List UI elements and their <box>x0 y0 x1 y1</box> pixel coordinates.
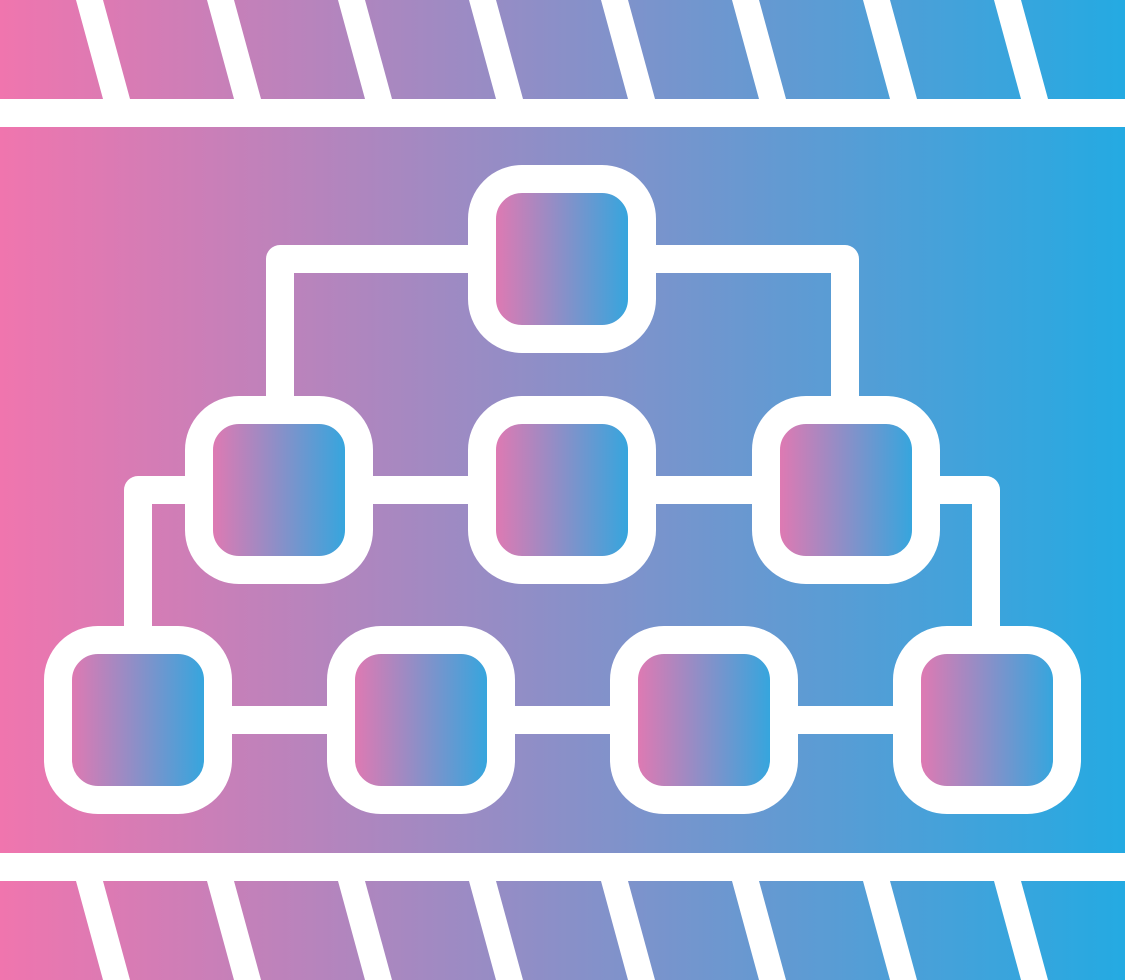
node-bottom-1 <box>44 626 232 814</box>
bottom-slat <box>338 881 392 980</box>
bottom-slat <box>601 881 655 980</box>
top-diagonal-slats <box>76 0 1048 99</box>
top-slat <box>76 0 130 99</box>
top-slat <box>732 0 786 99</box>
top-slat <box>863 0 917 99</box>
bottom-slat <box>469 881 523 980</box>
node-bottom-3 <box>610 626 798 814</box>
connector-top-right <box>642 245 859 410</box>
node-mid-center <box>468 396 656 584</box>
top-slat <box>601 0 655 99</box>
node-mid-right <box>752 396 940 584</box>
top-slat <box>469 0 523 99</box>
top-slat <box>207 0 261 99</box>
bottom-slat <box>863 881 917 980</box>
bottom-slat <box>207 881 261 980</box>
connector-mid-left-down <box>124 476 199 640</box>
node-mid-left <box>185 396 373 584</box>
node-bottom-4 <box>893 626 1081 814</box>
top-slat <box>994 0 1048 99</box>
node-bottom-2 <box>327 626 515 814</box>
nodes <box>44 165 1081 814</box>
bottom-strip-bar <box>0 853 1125 881</box>
connector-mid-right-down <box>926 476 1000 640</box>
bottom-diagonal-slats <box>76 881 1048 980</box>
top-slat <box>338 0 392 99</box>
node-root <box>468 165 656 353</box>
bottom-slat <box>994 881 1048 980</box>
bottom-slat <box>732 881 786 980</box>
bottom-slat <box>76 881 130 980</box>
connector-top-left <box>266 245 482 410</box>
connectors <box>124 245 1000 734</box>
top-strip-bar <box>0 99 1125 127</box>
